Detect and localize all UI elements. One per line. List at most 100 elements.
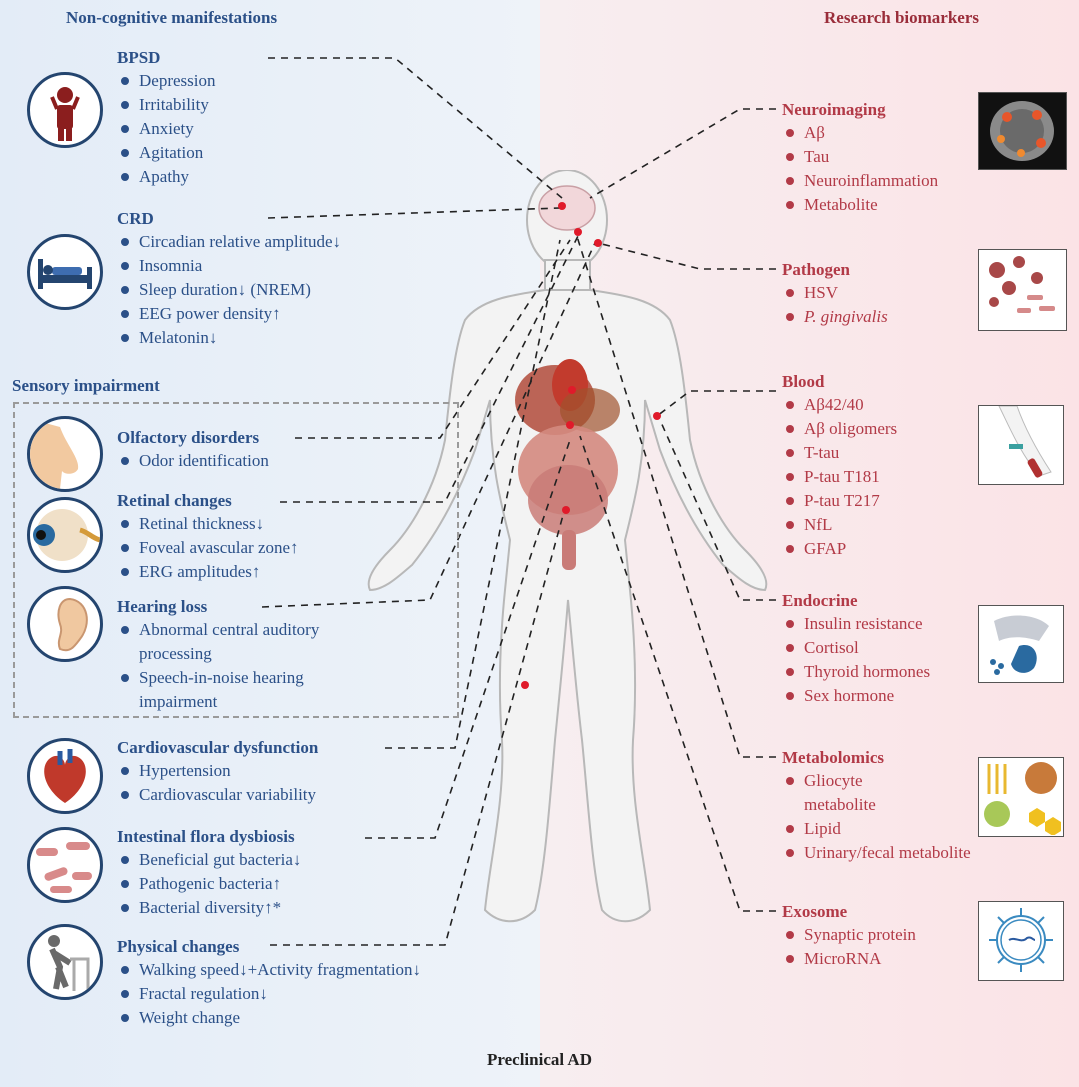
blood-item: P-tau T181 — [782, 465, 897, 489]
marker-liver — [566, 421, 574, 429]
crd-item: Sleep duration↓ (NREM) — [117, 278, 341, 302]
hearing-item-cont: impairment — [139, 692, 218, 711]
retinal-item: Retinal thickness↓ — [117, 512, 299, 536]
endocrine-item: Cortisol — [782, 636, 930, 660]
exosome-title: Exosome — [782, 902, 848, 921]
bpsd-title: BPSD — [117, 48, 161, 67]
eye-icon — [27, 497, 103, 573]
bpsd-item: Apathy — [117, 165, 215, 189]
marker-leg — [521, 681, 529, 689]
hearing-item: Abnormal central auditory — [117, 618, 319, 642]
molecules-icon — [978, 757, 1064, 837]
bed-icon — [27, 234, 103, 310]
physical-item: Fractal regulation↓ — [117, 982, 421, 1006]
blood-item: Aβ42/40 — [782, 393, 897, 417]
marker-gut — [562, 506, 570, 514]
blood-title: Blood — [782, 372, 825, 391]
virus-icon — [978, 249, 1067, 331]
blood-item: GFAP — [782, 537, 897, 561]
neuroimaging-item: Metabolite — [782, 193, 938, 217]
bpsd-item: Anxiety — [117, 117, 215, 141]
left-header: Non-cognitive manifestations — [66, 8, 278, 27]
retinal-item: ERG amplitudes↑ — [117, 560, 299, 584]
cardio-item: Hypertension — [117, 759, 318, 783]
neuroimaging-item: Tau — [782, 145, 938, 169]
retinal-title: Retinal changes — [117, 491, 232, 510]
bpsd-item: Agitation — [117, 141, 215, 165]
cardio-section: Cardiovascular dysfunction Hypertension … — [117, 737, 318, 807]
endocrine-item: Thyroid hormones — [782, 660, 930, 684]
endocrine-section: Endocrine Insulin resistance Cortisol Th… — [782, 590, 930, 708]
blood-item: P-tau T217 — [782, 489, 897, 513]
bpsd-section: BPSD Depression Irritability Anxiety Agi… — [117, 47, 215, 189]
hearing-section: Hearing loss Abnormal central auditory p… — [117, 596, 319, 714]
ear-icon — [27, 586, 103, 662]
marker-heart — [568, 386, 576, 394]
intestinal-item: Pathogenic bacteria↑ — [117, 872, 301, 896]
bpsd-item: Depression — [117, 69, 215, 93]
physical-section: Physical changes Walking speed↓+Activity… — [117, 936, 421, 1030]
crd-item: Insomnia — [117, 254, 341, 278]
crd-section: CRD Circadian relative amplitude↓ Insomn… — [117, 208, 341, 350]
exosome-item: Synaptic protein — [782, 923, 916, 947]
metabolomics-item-cont: metabolite — [804, 795, 876, 814]
olfactory-title: Olfactory disorders — [117, 428, 260, 447]
endocrine-item: Insulin resistance — [782, 612, 930, 636]
neuroimaging-item: Neuroinflammation — [782, 169, 938, 193]
metabolomics-title: Metabolomics — [782, 748, 884, 767]
metabolomics-item: Lipid — [782, 817, 971, 841]
bacteria-icon — [27, 827, 103, 903]
sensory-header: Sensory impairment — [12, 376, 160, 395]
marker-arm — [653, 412, 661, 420]
marker-neck — [594, 239, 602, 247]
neuroimaging-title: Neuroimaging — [782, 100, 886, 119]
physical-item: Walking speed↓+Activity fragmentation↓ — [117, 958, 421, 982]
thyroid-icon — [978, 605, 1064, 683]
brain-scan-icon — [978, 92, 1067, 170]
pathogen-item: P. gingivalis — [782, 305, 888, 329]
physical-title: Physical changes — [117, 937, 240, 956]
crd-item: Circadian relative amplitude↓ — [117, 230, 341, 254]
metabolomics-section: Metabolomics Gliocyte metabolite Lipid U… — [782, 747, 971, 865]
exosome-section: Exosome Synaptic protein MicroRNA — [782, 901, 916, 971]
crd-item: Melatonin↓ — [117, 326, 341, 350]
endocrine-title: Endocrine — [782, 591, 858, 610]
blood-item: T-tau — [782, 441, 897, 465]
marker-dots — [521, 202, 661, 689]
retinal-section: Retinal changes Retinal thickness↓ Fovea… — [117, 490, 299, 584]
crd-title: CRD — [117, 209, 154, 228]
metabolomics-item: Gliocyte — [782, 769, 971, 793]
person-stress-icon — [27, 72, 103, 148]
physical-item: Weight change — [117, 1006, 421, 1030]
pathogen-item: HSV — [782, 281, 888, 305]
bpsd-item: Irritability — [117, 93, 215, 117]
human-body-figure — [367, 170, 768, 923]
sensory-impairment-box — [13, 402, 459, 718]
neuroimaging-item: Aβ — [782, 121, 938, 145]
cardio-title: Cardiovascular dysfunction — [117, 738, 319, 757]
blood-item: Aβ oligomers — [782, 417, 897, 441]
heart-icon — [27, 738, 103, 814]
olfactory-item: Odor identification — [117, 449, 269, 473]
intestinal-item: Bacterial diversity↑* — [117, 896, 301, 920]
metabolomics-item: Urinary/fecal metabolite — [782, 841, 971, 865]
exosome-item: MicroRNA — [782, 947, 916, 971]
blood-item: NfL — [782, 513, 897, 537]
pathogen-section: Pathogen HSV P. gingivalis — [782, 259, 888, 329]
endocrine-item: Sex hormone — [782, 684, 930, 708]
intestinal-title: Intestinal flora dysbiosis — [117, 827, 295, 846]
marker-mouth — [574, 228, 582, 236]
hearing-item-cont: processing — [139, 644, 212, 663]
retinal-item: Foveal avascular zone↑ — [117, 536, 299, 560]
intestinal-item: Beneficial gut bacteria↓ — [117, 848, 301, 872]
right-header: Research biomarkers — [824, 8, 980, 27]
marker-brain — [558, 202, 566, 210]
neuroimaging-section: Neuroimaging Aβ Tau Neuroinflammation Me… — [782, 99, 938, 217]
blood-section: Blood Aβ42/40 Aβ oligomers T-tau P-tau T… — [782, 371, 897, 561]
pathogen-title: Pathogen — [782, 260, 850, 279]
hearing-title: Hearing loss — [117, 597, 208, 616]
crd-item: EEG power density↑ — [117, 302, 341, 326]
walker-icon — [27, 924, 103, 1000]
hearing-item: Speech-in-noise hearing — [117, 666, 319, 690]
